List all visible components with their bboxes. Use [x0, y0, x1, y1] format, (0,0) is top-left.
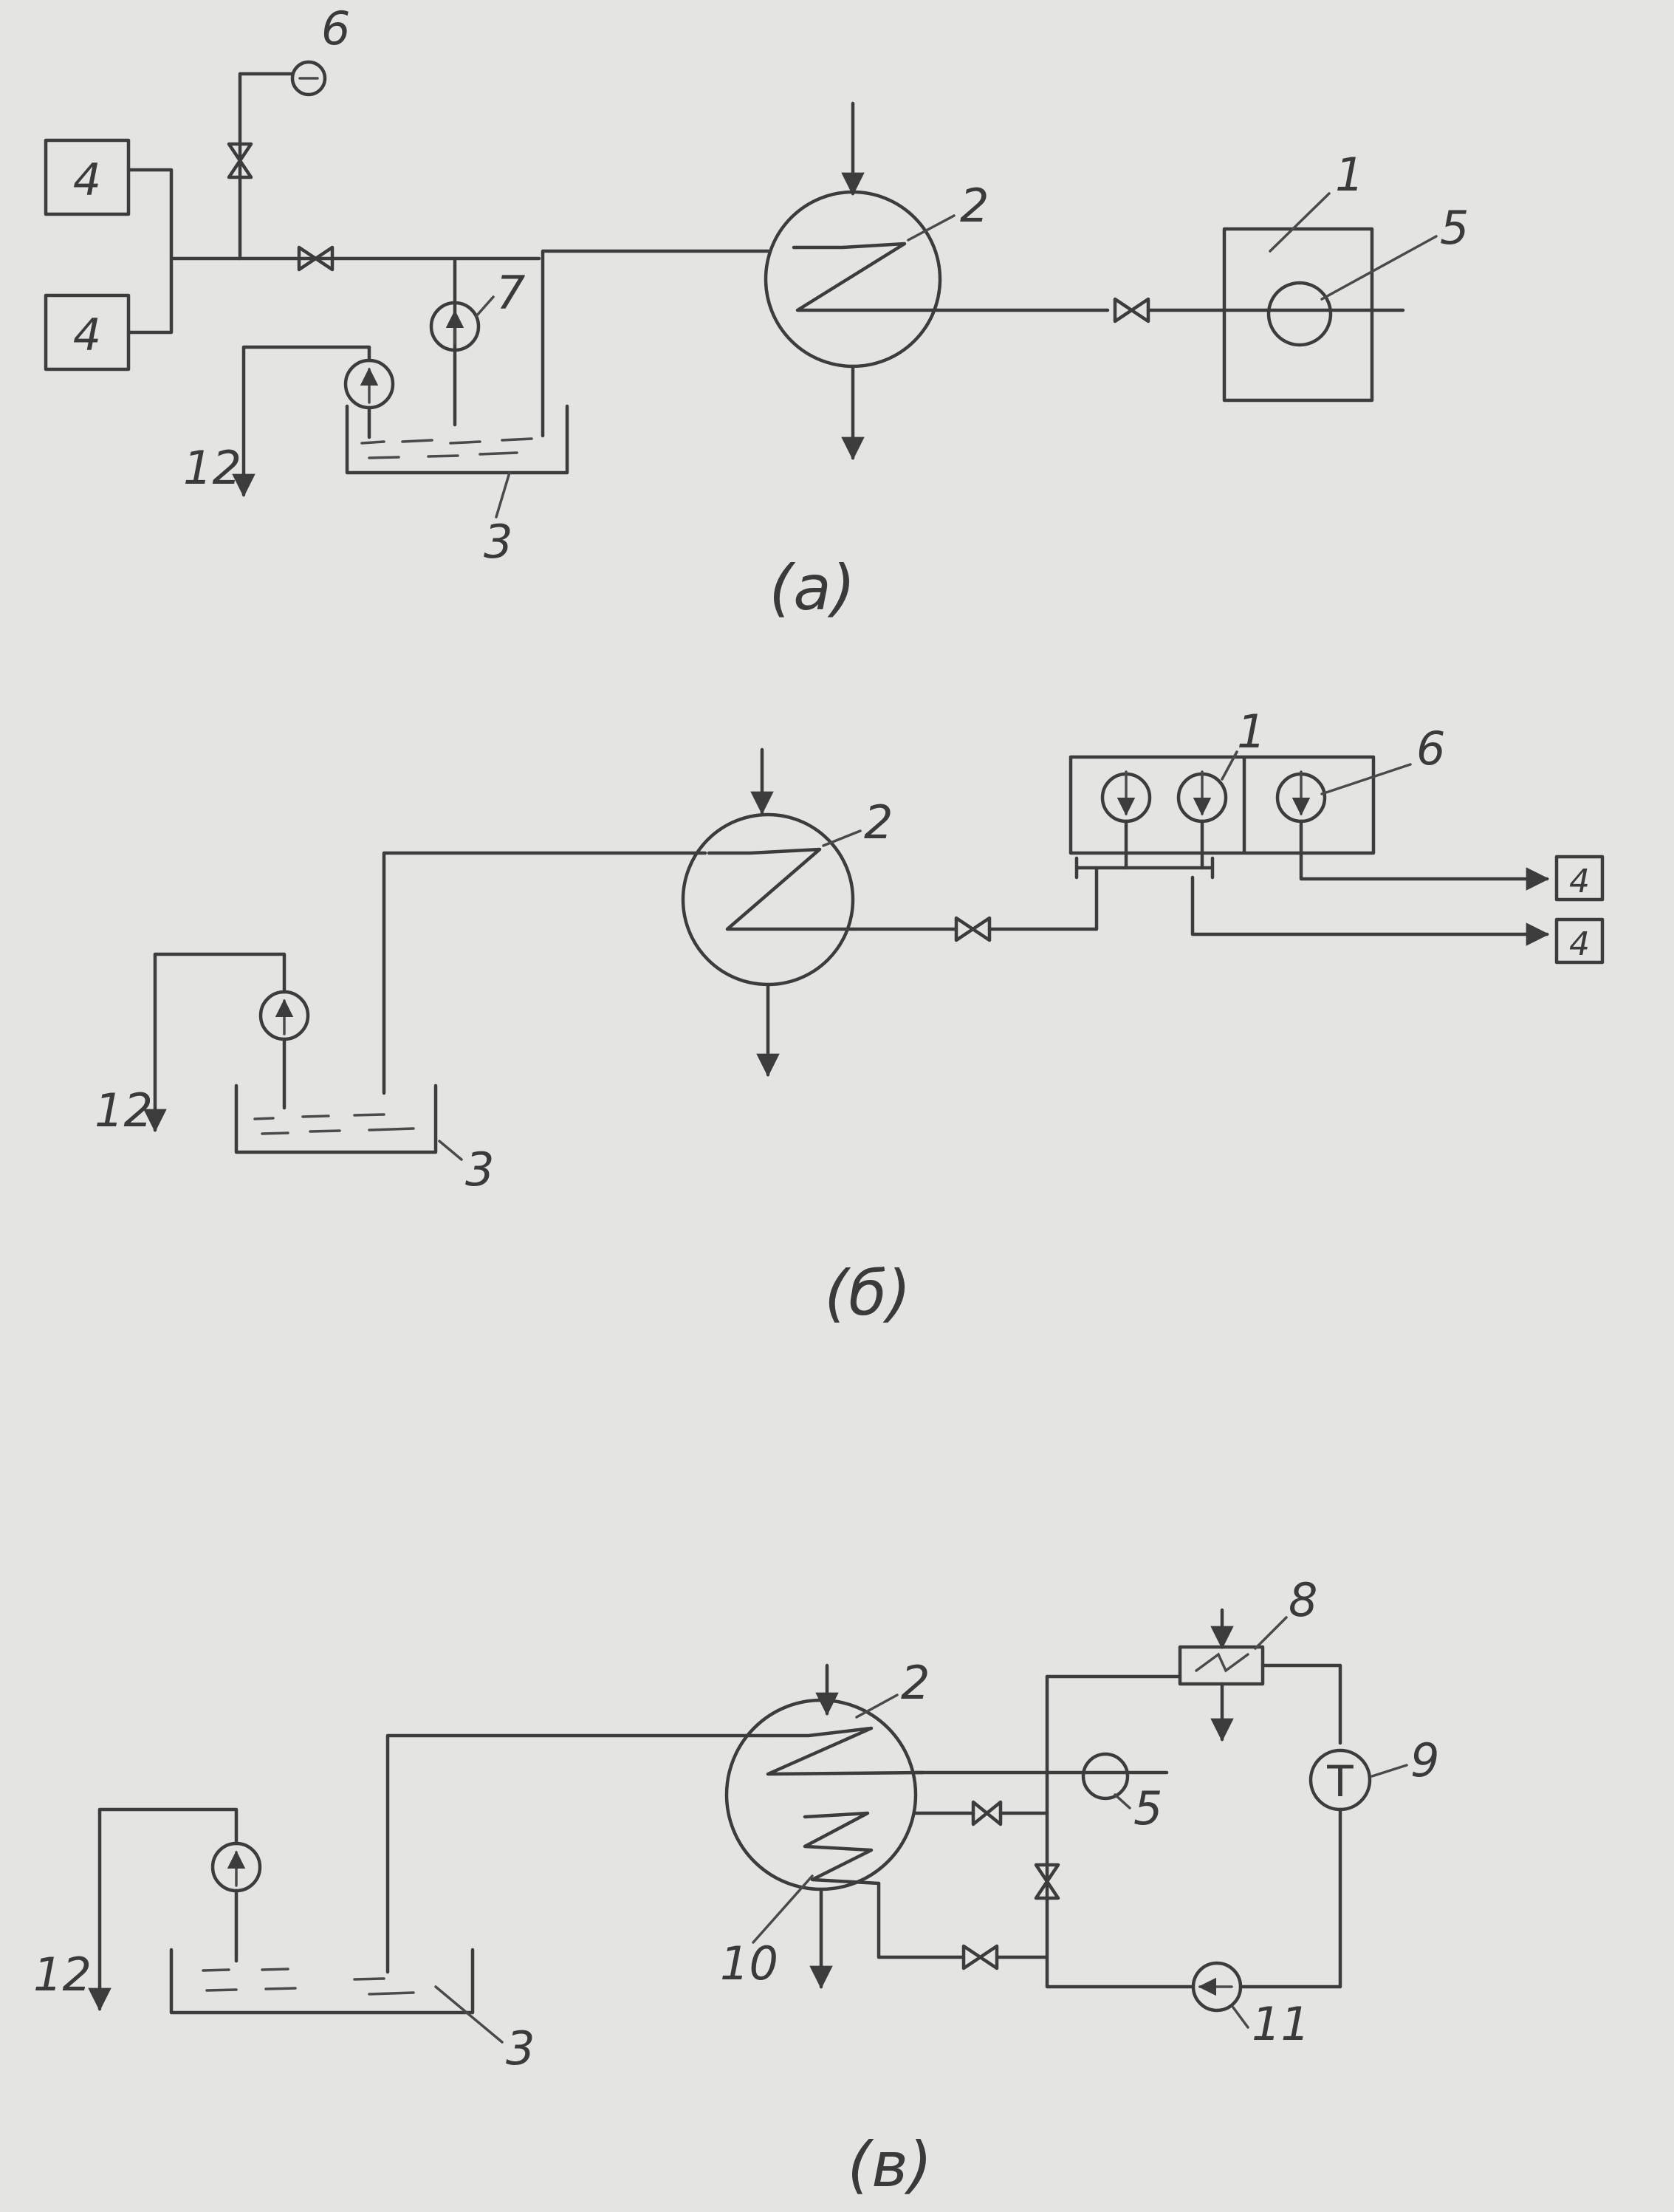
label-5: 5 [1133, 1781, 1162, 1835]
turbine-symbol: T [1326, 1756, 1354, 1807]
scheme-c: 12 3 2 10 5 8 [33, 1573, 1439, 2201]
heat-exchanger-2 [681, 812, 855, 987]
label-2: 2 [864, 795, 893, 849]
coil-10 [803, 1811, 881, 1886]
caption-c: (в) [847, 2129, 932, 2201]
label-5: 5 [1440, 201, 1469, 255]
scheme-b: 12 3 2 1 6 4 4 (б [95, 705, 1605, 1329]
caption-a: (а) [769, 552, 855, 624]
valve-icon [954, 916, 992, 942]
label-12: 12 [183, 441, 241, 495]
label-8: 8 [1289, 1573, 1317, 1627]
valve-icon [961, 1944, 999, 1970]
label-3: 3 [506, 2021, 535, 2075]
label-6: 6 [321, 1, 350, 55]
tank-3 [234, 1083, 438, 1154]
cooler-8 [1178, 1645, 1265, 1686]
valve-icon [1034, 1863, 1060, 1900]
label-7: 7 [496, 266, 525, 320]
label-2: 2 [901, 1656, 930, 1710]
caption-b: (б) [824, 1257, 910, 1329]
unit-4-box [44, 138, 131, 216]
heat-exchanger-2 [724, 1698, 918, 1891]
label-4: 4 [73, 154, 101, 206]
pump-11-icon [1191, 1961, 1243, 2013]
gauge-6-icon [290, 60, 327, 97]
valve-icon [971, 1800, 1003, 1826]
label-12: 12 [33, 1948, 92, 2002]
label-1: 1 [1335, 148, 1364, 202]
label-1: 1 [1237, 705, 1266, 759]
label-4: 4 [1569, 863, 1590, 900]
label-2: 2 [960, 179, 989, 233]
valve-icon [1113, 297, 1150, 323]
sample-5-icon [1266, 281, 1333, 347]
valve-icon [227, 142, 253, 179]
label-11: 11 [1252, 1997, 1310, 2051]
label-10: 10 [720, 1937, 778, 1990]
label-6: 6 [1416, 722, 1445, 775]
tank-3 [345, 404, 569, 475]
tank-3 [169, 1948, 475, 2015]
label-3: 3 [465, 1143, 494, 1196]
sample-5-icon [1081, 1752, 1130, 1801]
heat-exchanger-2 [764, 190, 942, 369]
valve-icon [297, 245, 335, 272]
label-4: 4 [73, 309, 101, 361]
chamber-1 [1222, 227, 1374, 403]
label-4: 4 [1569, 925, 1590, 963]
label-3: 3 [484, 515, 512, 569]
scheme-a: 4 4 6 7 12 3 [44, 1, 1469, 624]
label-9: 9 [1410, 1733, 1439, 1787]
chamber-1 [1068, 755, 1376, 855]
unit-4-box [1554, 917, 1605, 965]
unit-4-box [1554, 855, 1605, 902]
label-12: 12 [95, 1083, 153, 1137]
pump-7-icon [429, 301, 481, 352]
